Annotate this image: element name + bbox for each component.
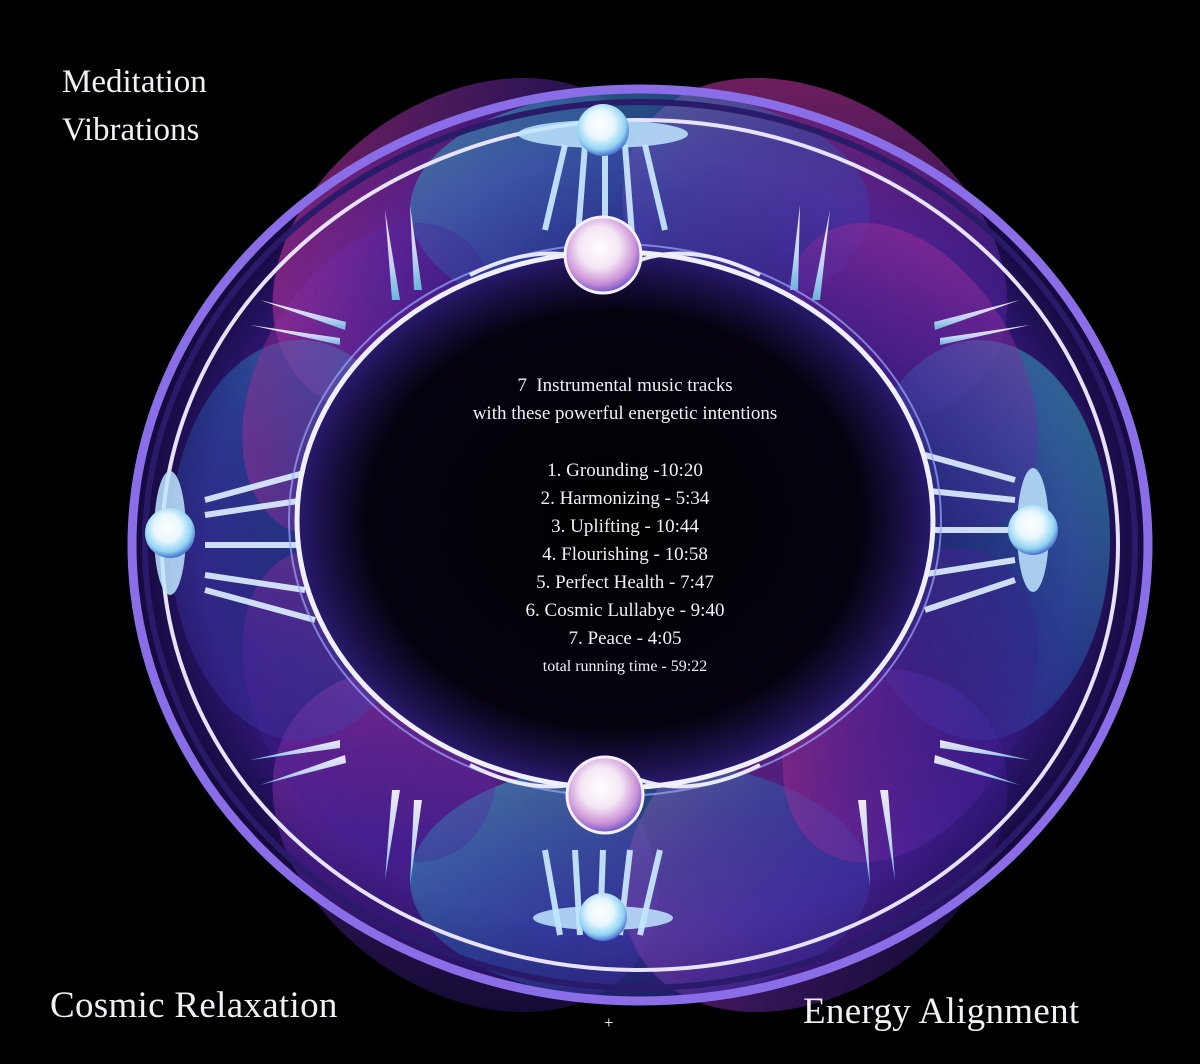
intro-line-2: with these powerful energetic intentions: [472, 403, 778, 424]
track-item: 5. Perfect Health - 7:47: [536, 572, 714, 593]
track-item: 7. Peace - 4:05: [568, 628, 682, 649]
intro-text: 7 Instrumental music tracks with these p…: [350, 372, 900, 428]
lower-orb: [565, 755, 645, 835]
track-item: 2. Harmonizing - 5:34: [540, 488, 710, 509]
plus-separator: +: [604, 1013, 614, 1032]
title-line-1: Meditation: [62, 64, 207, 100]
outer-ring: [127, 84, 1153, 1006]
top-rods: [542, 144, 668, 236]
left-rods: [204, 467, 316, 623]
right-orb: [1008, 505, 1058, 555]
upper-orb: [563, 215, 643, 295]
track-item: 4. Flourishing - 10:58: [542, 544, 708, 565]
left-orb: [145, 508, 195, 558]
track-list: 1. Grounding -10:20 2. Harmonizing - 5:3…: [350, 457, 900, 681]
intro-line-1: 7 Instrumental music tracks: [517, 375, 733, 396]
top-orb: [577, 104, 629, 156]
total-running-time: total running time - 59:22: [542, 658, 708, 675]
title-line-2: Vibrations: [62, 112, 200, 148]
track-item: 3. Uplifting - 10:44: [551, 516, 699, 537]
inner-field: [297, 252, 933, 788]
track-item: 1. Grounding -10:20: [547, 460, 703, 481]
bottom-left-title: Cosmic Relaxation: [50, 985, 338, 1026]
cover-title: Meditation Vibrations: [62, 58, 207, 154]
track-item: 6. Cosmic Lullabye - 9:40: [525, 600, 725, 621]
spike-layer: [250, 205, 1030, 885]
bottom-right-title: Energy Alignment: [803, 991, 1080, 1032]
bottom-orb: [579, 893, 627, 941]
